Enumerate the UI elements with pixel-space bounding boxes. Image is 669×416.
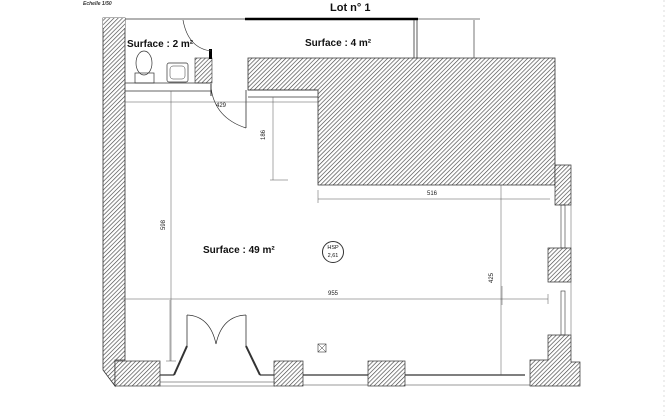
top-wall-left (103, 18, 125, 28)
dimension-955: 955 (328, 291, 339, 297)
main-surface-label: Surface : 49 m² (203, 245, 275, 256)
dimension-425: 425 (489, 272, 496, 284)
dimension-429: 429 (216, 103, 227, 109)
left-wall (102, 17, 126, 388)
hsp-value: 2,61 (327, 253, 339, 259)
sink-icon (166, 62, 189, 83)
wc-surface-label: Surface : 2 m² (127, 39, 194, 50)
plan-title: Lot n° 1 (330, 2, 371, 14)
electrical-panel-icon (317, 343, 327, 353)
dimension-186: 186 (261, 129, 268, 141)
scale-label: Echelle 1/50 (83, 1, 112, 7)
ceiling-height-badge: HSP 2,61 (322, 241, 344, 263)
entry-double-door (160, 314, 274, 376)
toilet-icon (135, 50, 153, 76)
hsp-label: HSP (327, 245, 339, 251)
dimension-598: 598 (161, 219, 168, 231)
dimension-516: 516 (427, 191, 438, 197)
bottom-wall-left (114, 360, 161, 387)
storage-surface-label: Surface : 4 m² (305, 38, 372, 49)
wc-partition (194, 57, 213, 84)
core-block (247, 57, 556, 186)
right-wall (554, 164, 572, 206)
